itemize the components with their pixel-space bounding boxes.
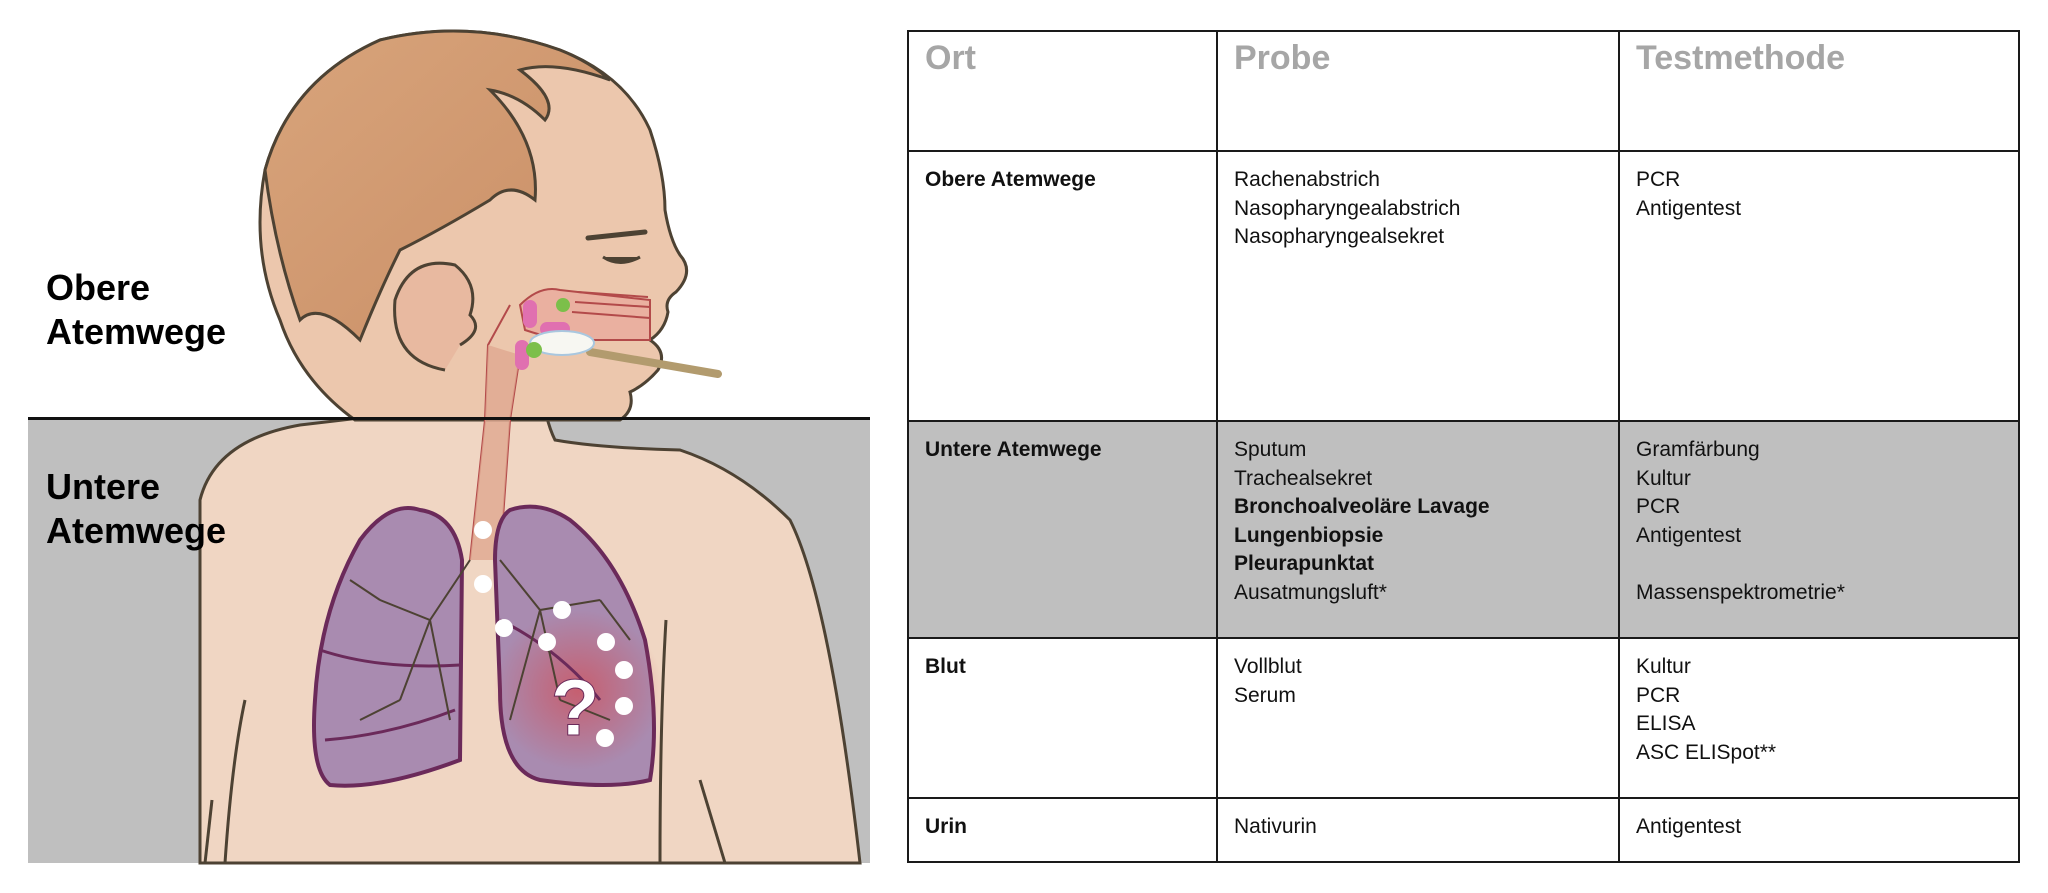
- lungs: [312, 504, 663, 788]
- test-item: Antigentest: [1636, 815, 1742, 838]
- label-line: Untere: [46, 466, 161, 507]
- test-item-spacer: [1636, 550, 2002, 579]
- probe-item-emphasized: Pleurapunktat: [1234, 552, 1375, 575]
- table-header-row: Ort Probe Testmethode: [909, 32, 2018, 150]
- cell-testmethode: Gramfärbung Kultur PCR Antigentest Masse…: [1618, 422, 2018, 637]
- respiratory-tract-illustration: ? Obere Atemwege Untere Atemwege: [0, 0, 880, 893]
- probe-item-emphasized: Bronchoalveoläre Lavage: [1234, 495, 1490, 518]
- test-item: Kultur: [1636, 655, 1691, 678]
- cell-testmethode: Kultur PCR ELISA ASC ELISpot**: [1618, 639, 2018, 797]
- inflammation-area: [493, 610, 663, 770]
- cell-ort: Blut: [925, 655, 966, 678]
- test-item: Antigentest: [1636, 523, 1742, 547]
- table-row-shaded: Untere Atemwege Sputum Trachealsekret Br…: [909, 420, 2018, 637]
- probe-item: Trachealsekret: [1234, 466, 1373, 490]
- label-lower-airways: Untere Atemwege: [46, 465, 226, 553]
- label-line: Obere: [46, 267, 151, 308]
- mucosa-patch: [523, 300, 537, 328]
- label-line: Atemwege: [46, 311, 227, 352]
- region-divider-line: [28, 417, 870, 420]
- test-item: Massenspektrometrie*: [1636, 580, 1845, 604]
- child-anatomy-drawing: ?: [198, 29, 862, 865]
- swab-tip: [529, 330, 595, 356]
- probe-item-emphasized: Lungenbiopsie: [1234, 523, 1384, 547]
- probe-item: Rachenabstrich: [1234, 168, 1380, 191]
- cell-probe: Sputum Trachealsekret Bronchoalveoläre L…: [1216, 422, 1618, 637]
- cell-probe: Rachenabstrich Nasopharyngealabstrich Na…: [1216, 152, 1618, 420]
- cell-probe: Nativurin: [1216, 799, 1618, 861]
- label-line: Atemwege: [46, 510, 227, 551]
- head: [258, 29, 722, 561]
- probe-item: Nativurin: [1234, 815, 1317, 838]
- cell-ort: Urin: [925, 815, 967, 838]
- virus-icon: [526, 298, 570, 358]
- test-item: Antigentest: [1636, 196, 1742, 220]
- cell-probe: Vollblut Serum: [1216, 639, 1618, 797]
- table-row: Blut Vollblut Serum Kultur PCR ELISA ASC…: [909, 637, 2018, 797]
- probe-item: Serum: [1234, 683, 1296, 707]
- test-item: PCR: [1636, 168, 1681, 191]
- probe-item: Sputum: [1234, 438, 1307, 461]
- cell-testmethode: PCR Antigentest: [1618, 152, 2018, 420]
- specimen-table: Ort Probe Testmethode Obere Atemwege Rac…: [907, 30, 2020, 863]
- test-item: Gramfärbung: [1636, 438, 1760, 461]
- test-item: Kultur: [1636, 466, 1691, 490]
- header-probe: Probe: [1216, 32, 1618, 150]
- table-row: Urin Nativurin Antigentest: [909, 797, 2018, 861]
- swab-stick: [586, 348, 722, 378]
- probe-item: Ausatmungsluft*: [1234, 580, 1387, 604]
- test-item: PCR: [1636, 495, 1681, 518]
- cell-ort: Obere Atemwege: [925, 168, 1096, 191]
- cell-ort: Untere Atemwege: [925, 438, 1102, 461]
- sample-points: [474, 521, 633, 747]
- header-testmethode: Testmethode: [1618, 32, 2018, 150]
- test-item: ASC ELISpot**: [1636, 740, 1777, 764]
- probe-item: Nasopharyngealabstrich: [1234, 196, 1461, 220]
- probe-item: Vollblut: [1234, 655, 1302, 678]
- table-row: Obere Atemwege Rachenabstrich Nasopharyn…: [909, 150, 2018, 420]
- probe-item: Nasopharyngealsekret: [1234, 225, 1445, 248]
- label-upper-airways: Obere Atemwege: [46, 266, 226, 354]
- test-item: PCR: [1636, 683, 1681, 707]
- header-ort: Ort: [925, 39, 976, 77]
- test-item: ELISA: [1636, 712, 1696, 735]
- question-mark: ?: [551, 663, 600, 752]
- cell-testmethode: Antigentest: [1618, 799, 2018, 861]
